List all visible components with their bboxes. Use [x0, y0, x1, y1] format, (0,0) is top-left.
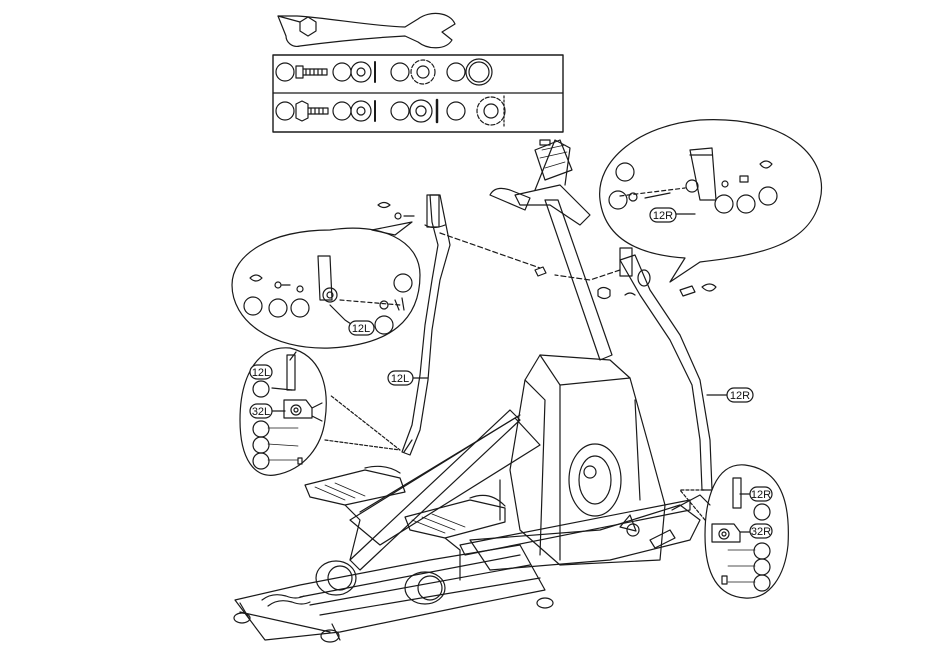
- part-number-bubble: [244, 297, 262, 315]
- part-number-bubble: [447, 63, 465, 81]
- inset-bottom-right: 12R 32R: [680, 465, 788, 598]
- bolt-icon: [296, 101, 328, 121]
- part-number-bubble: [609, 191, 627, 209]
- part-number-bubble: [737, 195, 755, 213]
- handle-arm-right: [555, 248, 716, 490]
- wrench-icon: [278, 13, 455, 47]
- hardware-row-2: [276, 96, 505, 126]
- handle-arm-left: [378, 195, 546, 455]
- elliptical-machine: [234, 140, 700, 642]
- pedal-arm-left: [350, 410, 520, 570]
- part-number-bubble: [754, 559, 770, 575]
- label-32L-inset: 32L: [252, 406, 270, 418]
- label-12R-detail: 12R: [653, 210, 673, 222]
- part-number-bubble: [276, 102, 294, 120]
- part-number-bubble: [276, 63, 294, 81]
- part-number-bubble: [375, 316, 393, 334]
- part-number-bubble: [253, 437, 269, 453]
- inset-bottom-left: 12L 32L: [240, 348, 400, 476]
- cap-icon: [466, 59, 492, 85]
- label-12L-main: 12L: [388, 371, 428, 385]
- washer-icon: [410, 100, 432, 122]
- svg-text:12R: 12R: [730, 390, 750, 402]
- part-number-bubble: [391, 102, 409, 120]
- part-number-bubble: [391, 63, 409, 81]
- console-mast: [490, 140, 635, 360]
- callout-mid-left: 12L: [232, 222, 420, 348]
- callout-top-right: 12R: [600, 120, 822, 282]
- label-12L-detail: 12L: [352, 323, 370, 335]
- nut-icon: [411, 60, 435, 84]
- part-number-bubble: [269, 299, 287, 317]
- washer-icon: [351, 62, 371, 82]
- pedal-arm-right: [460, 500, 690, 555]
- label-12R-inset: 12R: [751, 489, 771, 501]
- label-32R-inset: 32R: [751, 526, 771, 538]
- flywheel-housing: [500, 355, 665, 565]
- part-number-bubble: [394, 274, 412, 292]
- part-number-bubble: [333, 102, 351, 120]
- part-number-bubble: [754, 575, 770, 591]
- part-number-bubble: [291, 299, 309, 317]
- pedal-left: [305, 466, 405, 595]
- nut-icon: [477, 97, 505, 125]
- part-number-bubble: [333, 63, 351, 81]
- part-number-bubble: [754, 543, 770, 559]
- part-number-bubble: [253, 421, 269, 437]
- base-frame: [234, 545, 553, 642]
- part-number-bubble: [253, 453, 269, 469]
- svg-text:12L: 12L: [391, 373, 409, 385]
- hardware-table: [273, 55, 563, 132]
- bolt-icon: [296, 66, 327, 78]
- part-number-bubble: [253, 381, 269, 397]
- washer-icon: [351, 101, 371, 121]
- label-12R-main: 12R: [707, 388, 753, 402]
- part-number-bubble: [754, 504, 770, 520]
- part-number-bubble: [447, 102, 465, 120]
- part-number-bubble: [616, 163, 634, 181]
- part-number-bubble: [759, 187, 777, 205]
- part-number-bubble: [715, 195, 733, 213]
- hardware-row-1: [276, 59, 492, 85]
- label-12L-inset: 12L: [252, 367, 270, 379]
